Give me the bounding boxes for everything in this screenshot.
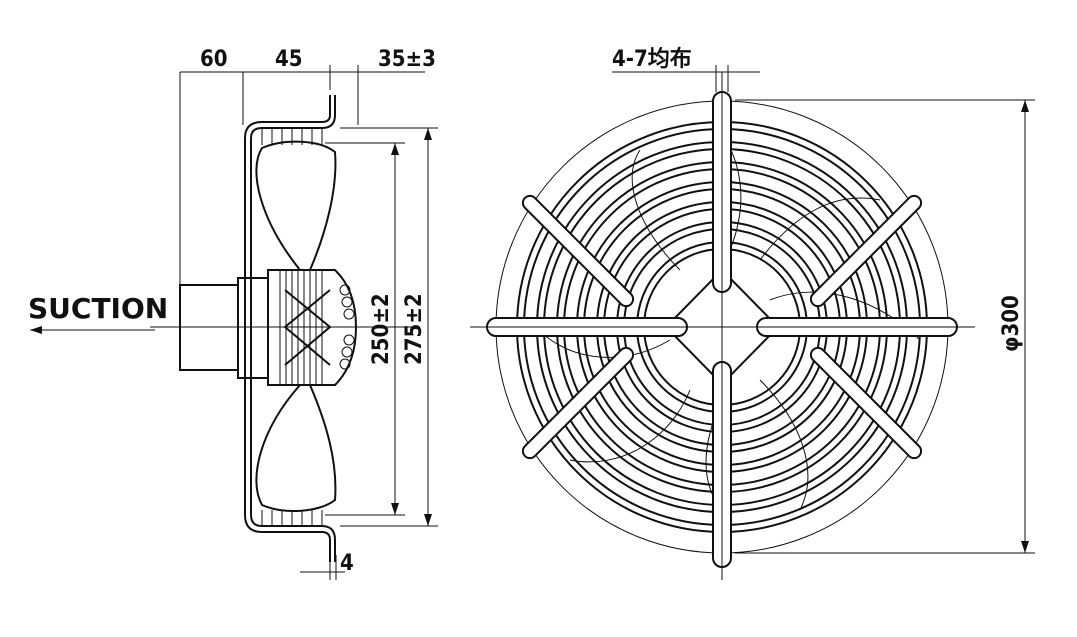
dim-frame-depth: 45 [275,47,303,72]
arrowhead-icon [424,128,432,140]
motor-mount [237,277,269,379]
motor-coils [339,284,355,370]
dim-motor-depth: 60 [200,47,228,72]
blade-top [255,140,337,271]
dim-blade-dia: 250±2 [369,293,394,365]
arrowhead-icon [391,503,399,515]
side-view: 60 45 35±3 [28,47,438,580]
dim-holes: 4-7均布 [612,46,692,72]
arrowhead-icon [1021,541,1029,553]
suction-label: SUCTION [28,292,168,325]
dim-outer-dia: φ300 [999,295,1024,352]
dim-flange-thickness: 4 [340,551,354,576]
guard-spokes [486,91,958,568]
front-view: 4-7均布 φ300 [470,46,1035,580]
arrowhead-icon [424,514,432,526]
dim-flange: 35±3 [378,47,436,72]
blade-bottom [255,384,337,512]
arrowhead-icon [391,143,399,155]
suction-arrowhead-icon [30,326,42,334]
frame-ribs-bottom [261,510,323,526]
dim-ring-dia: 275±2 [402,293,427,365]
arrowhead-icon [1021,100,1029,112]
